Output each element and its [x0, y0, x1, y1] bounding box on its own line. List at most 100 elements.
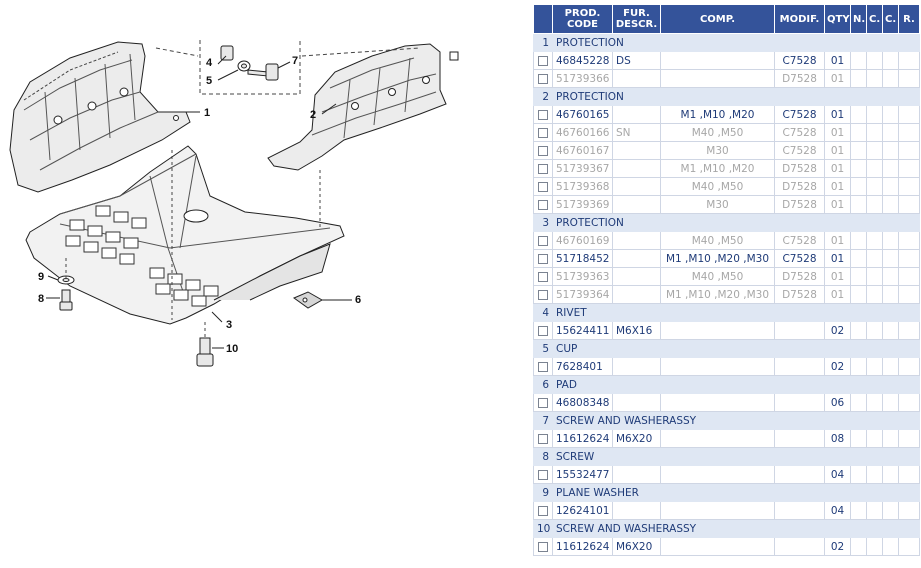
n-cell [850, 537, 867, 556]
c2-cell [882, 501, 899, 520]
select-cell [533, 159, 553, 178]
prod-code[interactable]: 46760169 [552, 231, 613, 250]
prod-code[interactable]: 51739366 [552, 69, 613, 88]
modif [774, 321, 825, 340]
part-7-screw-drawing [247, 63, 279, 81]
row-checkbox[interactable] [538, 73, 548, 84]
c2-cell [882, 321, 899, 340]
qty: 01 [824, 51, 851, 70]
c2-cell [882, 105, 899, 124]
prod-code[interactable]: 11612624 [552, 429, 613, 448]
row-checkbox[interactable] [538, 505, 548, 516]
exploded-parts-diagram: 1 2 3 4 5 6 7 8 9 10 [0, 0, 532, 372]
part-8-9-drawing [57, 275, 75, 311]
prod-code[interactable]: 51739368 [552, 177, 613, 196]
header-fur-descr: FUR. DESCR. [612, 4, 661, 34]
prod-code[interactable]: 51739367 [552, 159, 613, 178]
c2-cell [882, 249, 899, 268]
row-checkbox[interactable] [538, 433, 548, 444]
prod-code[interactable]: 15624411 [552, 321, 613, 340]
comp [660, 465, 775, 484]
prod-code[interactable]: 11612624 [552, 537, 613, 556]
row-checkbox[interactable] [538, 127, 548, 138]
select-cell [533, 123, 553, 142]
modif: C7528 [774, 123, 825, 142]
prod-code[interactable]: 7628401 [552, 357, 613, 376]
group-name: SCREW [552, 447, 920, 466]
fur-descr [612, 267, 661, 286]
qty: 01 [824, 159, 851, 178]
row-checkbox[interactable] [538, 55, 548, 66]
modif: D7528 [774, 69, 825, 88]
n-cell [850, 285, 867, 304]
c2-cell [882, 357, 899, 376]
prod-code[interactable]: 51718452 [552, 249, 613, 268]
callout-4: 4 [206, 57, 213, 69]
group-name: RIVET [552, 303, 920, 322]
n-cell [850, 105, 867, 124]
fur-descr [612, 285, 661, 304]
n-cell [850, 249, 867, 268]
prod-code[interactable]: 46808348 [552, 393, 613, 412]
r-cell [898, 357, 920, 376]
group-number: 7 [533, 411, 553, 430]
c1-cell [866, 285, 883, 304]
c1-cell [866, 231, 883, 250]
c2-cell [882, 177, 899, 196]
callout-6: 6 [355, 294, 361, 306]
row-checkbox[interactable] [538, 181, 548, 192]
row-checkbox[interactable] [538, 361, 548, 372]
row-checkbox[interactable] [538, 397, 548, 408]
r-cell [898, 393, 920, 412]
prod-code[interactable]: 51739363 [552, 267, 613, 286]
group-number: 9 [533, 483, 553, 502]
modif [774, 357, 825, 376]
header-c1: C. [866, 4, 883, 34]
qty: 01 [824, 177, 851, 196]
row-checkbox[interactable] [538, 163, 548, 174]
select-cell [533, 231, 553, 250]
part-4-5-drawing [220, 45, 251, 72]
row-checkbox[interactable] [538, 271, 548, 282]
row-checkbox[interactable] [538, 145, 548, 156]
header-n: N. [850, 4, 867, 34]
fur-descr: DS [612, 51, 661, 70]
prod-code[interactable]: 46760167 [552, 141, 613, 160]
r-cell [898, 105, 920, 124]
row-checkbox[interactable] [538, 325, 548, 336]
prod-code[interactable]: 51739369 [552, 195, 613, 214]
row-checkbox[interactable] [538, 469, 548, 480]
group-number: 6 [533, 375, 553, 394]
row-checkbox[interactable] [538, 289, 548, 300]
prod-code[interactable]: 15532477 [552, 465, 613, 484]
row-checkbox[interactable] [538, 109, 548, 120]
row-checkbox[interactable] [538, 253, 548, 264]
prod-code[interactable]: 46845228 [552, 51, 613, 70]
callout-7: 7 [292, 55, 298, 67]
prod-code[interactable]: 51739364 [552, 285, 613, 304]
n-cell [850, 267, 867, 286]
c1-cell [866, 429, 883, 448]
group-number: 10 [533, 519, 553, 538]
select-cell [533, 321, 553, 340]
fur-descr [612, 357, 661, 376]
row-checkbox[interactable] [538, 199, 548, 210]
row-checkbox[interactable] [538, 235, 548, 246]
r-cell [898, 429, 920, 448]
prod-code[interactable]: 12624101 [552, 501, 613, 520]
prod-code[interactable]: 46760165 [552, 105, 613, 124]
comp: M1 ,M10 ,M20 ,M30 [660, 249, 775, 268]
comp [660, 537, 775, 556]
row-checkbox[interactable] [538, 541, 548, 552]
part-10-drawing [196, 337, 214, 367]
prod-code[interactable]: 46760166 [552, 123, 613, 142]
